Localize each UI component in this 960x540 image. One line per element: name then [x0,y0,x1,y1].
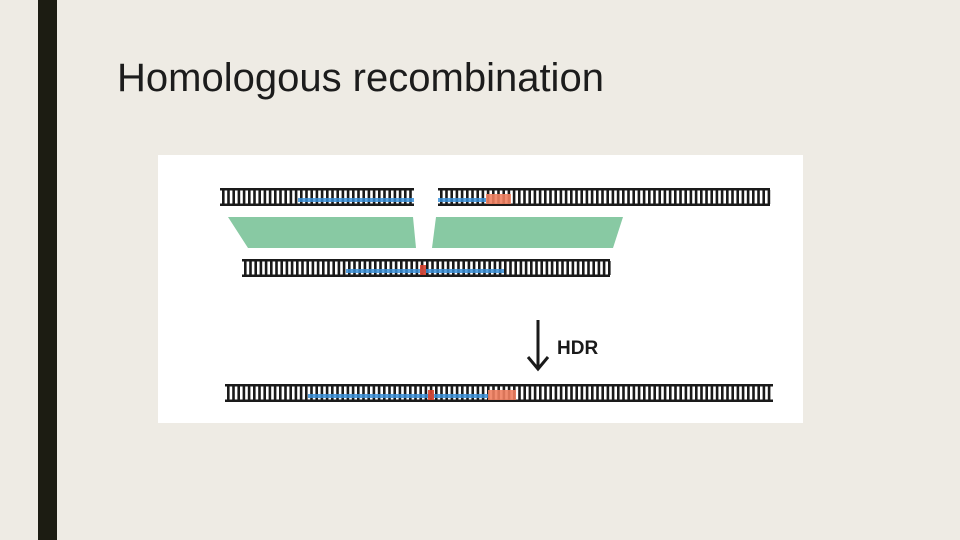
donor-template-strand [242,259,611,277]
left-accent-bar [38,0,57,540]
hdr-diagram-svg: HDR [220,188,773,402]
homology-arm-left [228,217,416,248]
repaired-strand [225,384,773,402]
hdr-diagram: HDR [158,155,803,423]
broken-strand-left [220,188,414,206]
broken-strand-right [438,188,771,206]
hdr-arrow-icon [526,320,550,372]
homology-arm-right [432,217,623,248]
page-title: Homologous recombination [117,56,604,100]
hdr-label: HDR [557,338,598,359]
